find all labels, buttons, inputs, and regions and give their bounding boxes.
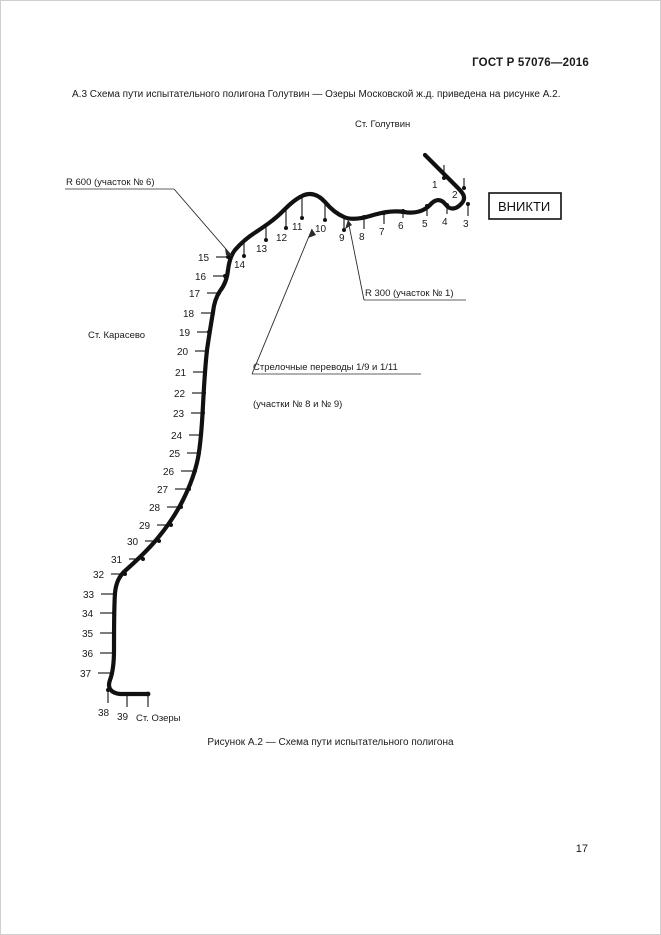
marker-label-16: 16 [195,272,207,283]
marker-19: 19 [179,328,211,339]
marker-label-1: 1 [432,180,438,191]
marker-29: 29 [139,521,173,532]
marker-6: 6 [398,209,405,232]
marker-30: 30 [127,537,161,548]
marker-label-32: 32 [93,570,105,581]
marker-label-21: 21 [175,368,187,379]
marker-label-13: 13 [256,244,268,255]
marker-label-4: 4 [442,217,448,228]
marker-label-29: 29 [139,521,151,532]
marker-label-17: 17 [189,289,201,300]
figure-caption: Рисунок А.2 — Схема пути испытательного … [207,737,454,748]
marker-3: 3 [463,202,470,230]
marker-label-18: 18 [183,309,195,320]
marker-label-8: 8 [359,232,365,243]
marker-label-35: 35 [82,629,94,640]
marker-36: 36 [82,649,116,660]
marker-33: 33 [83,590,117,601]
document-standard-header: ГОСТ Р 57076—2016 [472,57,589,69]
marker-13: 13 [256,224,268,255]
marker-label-20: 20 [177,347,189,358]
annotation-label-r600: R 600 (участок № 6) [66,177,155,188]
marker-label-9: 9 [339,233,345,244]
marker-label-36: 36 [82,649,94,660]
marker-37: 37 [80,669,114,680]
marker-label-19: 19 [179,328,191,339]
station-label-ozery: Ст. Озеры [136,713,181,724]
marker-label-5: 5 [422,219,428,230]
marker-35: 35 [82,629,116,640]
annotation-label-switches: Стрелочные переводы 1/9 и 1/11 [253,362,398,373]
marker-label-37: 37 [80,669,92,680]
figure-railway-scheme: Ст. Голутвин Ст. Карасево Ст. Озеры 1 2 [0,110,661,730]
marker-31: 31 [111,555,145,566]
marker-label-33: 33 [83,590,95,601]
marker-7: 7 [379,211,386,238]
marker-10: 10 [315,203,327,235]
marker-11: 11 [292,197,304,233]
marker-1: 1 [432,165,446,191]
marker-label-30: 30 [127,537,139,548]
marker-label-11: 11 [292,222,303,233]
marker-terminus-ozery [145,691,151,707]
marker-23: 23 [173,409,205,420]
marker-label-34: 34 [82,609,94,620]
marker-label-2: 2 [452,190,458,201]
marker-label-28: 28 [149,503,161,514]
marker-5: 5 [422,204,429,230]
marker-8: 8 [359,215,366,243]
marker-20: 20 [177,347,209,358]
marker-32: 32 [93,570,127,581]
marker-25: 25 [169,449,201,460]
marker-26: 26 [163,467,197,478]
marker-27: 27 [157,485,191,496]
marker-label-15: 15 [198,253,210,264]
facility-box-vnikti: ВНИКТИ [488,192,562,220]
station-label-golutvin: Ст. Голутвин [355,119,410,130]
marker-38: 38 [98,688,110,719]
marker-18: 18 [183,309,215,320]
marker-2: 2 [452,178,466,201]
marker-16: 16 [195,272,227,283]
marker-label-10: 10 [315,224,327,235]
marker-4: 4 [442,203,449,228]
facility-box-label: ВНИКТИ [498,199,550,214]
marker-22: 22 [174,389,206,400]
marker-label-22: 22 [174,389,186,400]
marker-12: 12 [276,208,288,244]
annotation-r300: R 300 (участок № 1) [345,219,466,301]
marker-34: 34 [82,609,116,620]
track-marker-group: 1 2 3 4 [80,165,470,723]
annotation-r600: R 600 (участок № 6) [65,177,233,257]
marker-14: 14 [234,240,246,271]
marker-label-38: 38 [98,708,110,719]
marker-label-27: 27 [157,485,169,496]
marker-label-12: 12 [276,233,288,244]
marker-label-25: 25 [169,449,181,460]
marker-24: 24 [171,431,203,442]
marker-label-26: 26 [163,467,175,478]
marker-9: 9 [339,218,346,244]
marker-label-7: 7 [379,227,385,238]
marker-label-6: 6 [398,221,404,232]
marker-label-31: 31 [111,555,123,566]
marker-39: 39 [117,692,129,723]
annotation-label-sections: (участки № 8 и № 9) [253,399,342,410]
marker-label-3: 3 [463,219,469,230]
body-paragraph: А.3 Схема пути испытательного полигона Г… [72,89,561,100]
marker-label-39: 39 [117,712,129,723]
marker-label-23: 23 [173,409,185,420]
station-label-karasevo: Ст. Карасево [88,330,145,341]
annotation-switches: Стрелочные переводы 1/9 и 1/11 [251,228,421,375]
marker-label-14: 14 [234,260,246,271]
annotation-label-r300: R 300 (участок № 1) [365,288,454,299]
marker-15: 15 [198,253,230,264]
marker-label-24: 24 [171,431,183,442]
page-number: 17 [575,843,588,855]
marker-17: 17 [189,289,221,300]
marker-21: 21 [175,368,207,379]
marker-28: 28 [149,503,183,514]
